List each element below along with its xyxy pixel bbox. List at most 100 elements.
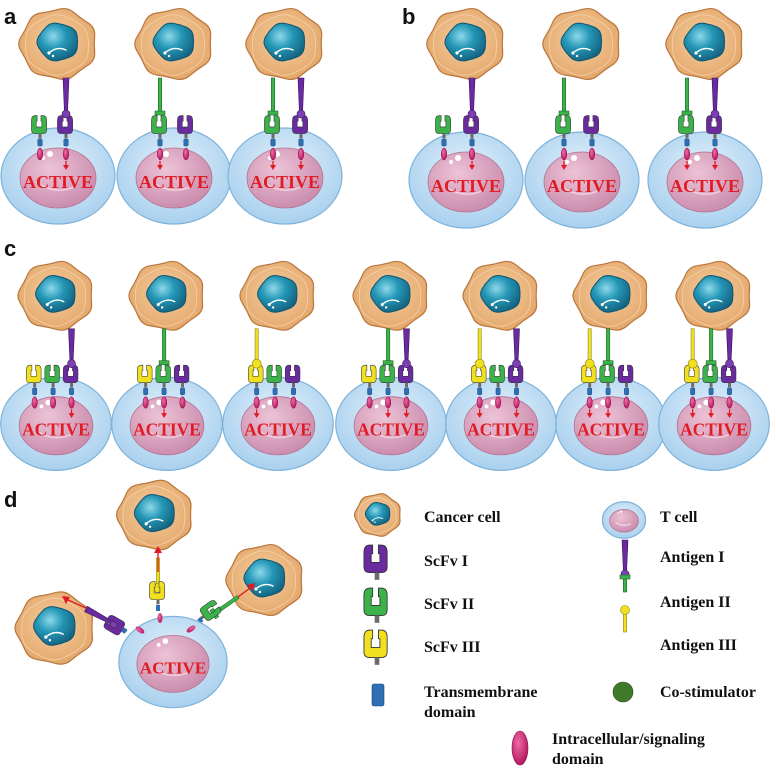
cancer-cell-nucleus bbox=[257, 275, 298, 313]
scfv-hinge bbox=[386, 382, 390, 388]
cancer-cell-dot bbox=[49, 306, 53, 309]
cancer-cell bbox=[462, 260, 538, 331]
t-cell-nucleus bbox=[676, 396, 752, 456]
active-label: ACTIVE bbox=[577, 419, 645, 439]
signaling-domain bbox=[440, 147, 448, 161]
signaling-domain bbox=[513, 396, 520, 409]
antigen-ii-stem bbox=[157, 77, 163, 115]
signaling-domain bbox=[179, 396, 186, 409]
scfv-ii bbox=[379, 364, 395, 388]
scfv-arm bbox=[702, 364, 718, 383]
t-cell-highlight bbox=[145, 429, 185, 439]
car-stalk bbox=[182, 138, 190, 161]
scfv-hinge bbox=[374, 657, 380, 665]
antigen-i-stem bbox=[297, 77, 305, 115]
activation-arrow-head bbox=[385, 413, 391, 419]
activation-arrow-head bbox=[247, 583, 255, 591]
scfv-arm bbox=[151, 115, 167, 134]
signaling-domain bbox=[476, 396, 483, 409]
antigen-i-head bbox=[710, 109, 720, 119]
cancer-cell-texture bbox=[122, 485, 186, 547]
scfv-hinge bbox=[691, 382, 695, 388]
signaling-domain bbox=[605, 396, 612, 409]
antigen-i bbox=[467, 77, 477, 119]
cancer-cell-nucleus bbox=[36, 22, 79, 62]
antigen-iii-head bbox=[474, 358, 485, 369]
scfv-hinge bbox=[562, 133, 566, 139]
cell-pair: ACTIVE bbox=[111, 260, 223, 472]
cancer-cell-nucleus bbox=[590, 275, 631, 313]
car-stalk bbox=[726, 387, 733, 419]
panel-label-a: a bbox=[4, 4, 17, 29]
cancer-cell-texture bbox=[468, 266, 532, 327]
scfv-arm bbox=[720, 364, 737, 383]
activation-arrow-head bbox=[469, 165, 475, 170]
antigen-ii bbox=[158, 328, 170, 365]
cancer-cell-texture bbox=[140, 14, 206, 76]
signaling-domain bbox=[182, 147, 190, 161]
car-stalk bbox=[269, 138, 277, 170]
scfv-iii bbox=[363, 629, 388, 665]
cancer-cell bbox=[134, 7, 212, 81]
transmembrane-domain bbox=[561, 138, 567, 147]
signaling-domain bbox=[403, 396, 410, 409]
t-cell-dot bbox=[600, 399, 607, 406]
transmembrane-domain bbox=[589, 138, 595, 147]
antigen-ii bbox=[705, 328, 717, 365]
car-stalk bbox=[708, 387, 715, 419]
car-stalk bbox=[586, 387, 593, 419]
antigen-ii bbox=[267, 77, 279, 116]
t-cell-dot bbox=[267, 399, 274, 406]
signaling-domain bbox=[36, 147, 44, 161]
scfv-hinge bbox=[374, 572, 380, 580]
scfv-hinge bbox=[51, 382, 55, 388]
cancer-cell-dot bbox=[384, 306, 388, 309]
antigen-i-head bbox=[67, 359, 76, 368]
cancer-cell-texture bbox=[671, 14, 737, 76]
cancer-cell bbox=[239, 260, 315, 331]
signaling-domain bbox=[290, 396, 297, 409]
cancer-cell-texture bbox=[548, 14, 614, 76]
activation-arrow-head bbox=[270, 165, 276, 170]
scfv-ii bbox=[155, 364, 171, 388]
cancer-cell-dot bbox=[258, 590, 262, 594]
scfv-i bbox=[583, 115, 599, 139]
t-cell-nucleus bbox=[353, 396, 429, 456]
car-stalk bbox=[366, 387, 373, 409]
scfv-ii bbox=[702, 364, 718, 388]
car-stalk bbox=[50, 387, 57, 409]
antigen-i bbox=[725, 328, 734, 368]
antigen-iii-head bbox=[251, 358, 262, 369]
car-stalk bbox=[403, 387, 410, 419]
scfv-arm bbox=[26, 364, 42, 383]
transmembrane-domain bbox=[367, 387, 373, 395]
antigen-iii bbox=[687, 328, 698, 369]
activation-arrow-line bbox=[237, 587, 251, 598]
antigen-i bbox=[710, 77, 720, 119]
car-stalk bbox=[290, 387, 297, 409]
t-cell-dot bbox=[380, 399, 387, 406]
scfv-arm bbox=[463, 115, 479, 134]
activation-arrow-head bbox=[708, 413, 714, 419]
signaling-domain bbox=[269, 147, 277, 161]
t-cell-highlight bbox=[369, 429, 409, 439]
transmembrane-domain bbox=[495, 387, 501, 395]
signaling-domain bbox=[142, 396, 149, 409]
transmembrane-domain bbox=[272, 387, 278, 395]
antigen-i-head bbox=[402, 359, 411, 368]
t-cell-dot bbox=[617, 512, 620, 514]
scfv-i bbox=[57, 115, 73, 139]
scfv-arm bbox=[137, 364, 153, 383]
scfv-arm bbox=[103, 615, 125, 636]
cancer-cell-dot bbox=[254, 587, 258, 591]
t-cell-dot bbox=[594, 404, 599, 409]
signaling-domain bbox=[689, 396, 696, 409]
cancer-cell-dot bbox=[267, 302, 271, 307]
cancer-cell bbox=[542, 7, 620, 81]
t-cell-nucleus bbox=[609, 508, 639, 533]
car-stalk bbox=[605, 387, 612, 419]
active-label: ACTIVE bbox=[357, 419, 425, 439]
scfv-arm bbox=[266, 364, 282, 383]
antigen-ii-head bbox=[158, 360, 170, 365]
cancer-cell-texture bbox=[681, 266, 745, 327]
